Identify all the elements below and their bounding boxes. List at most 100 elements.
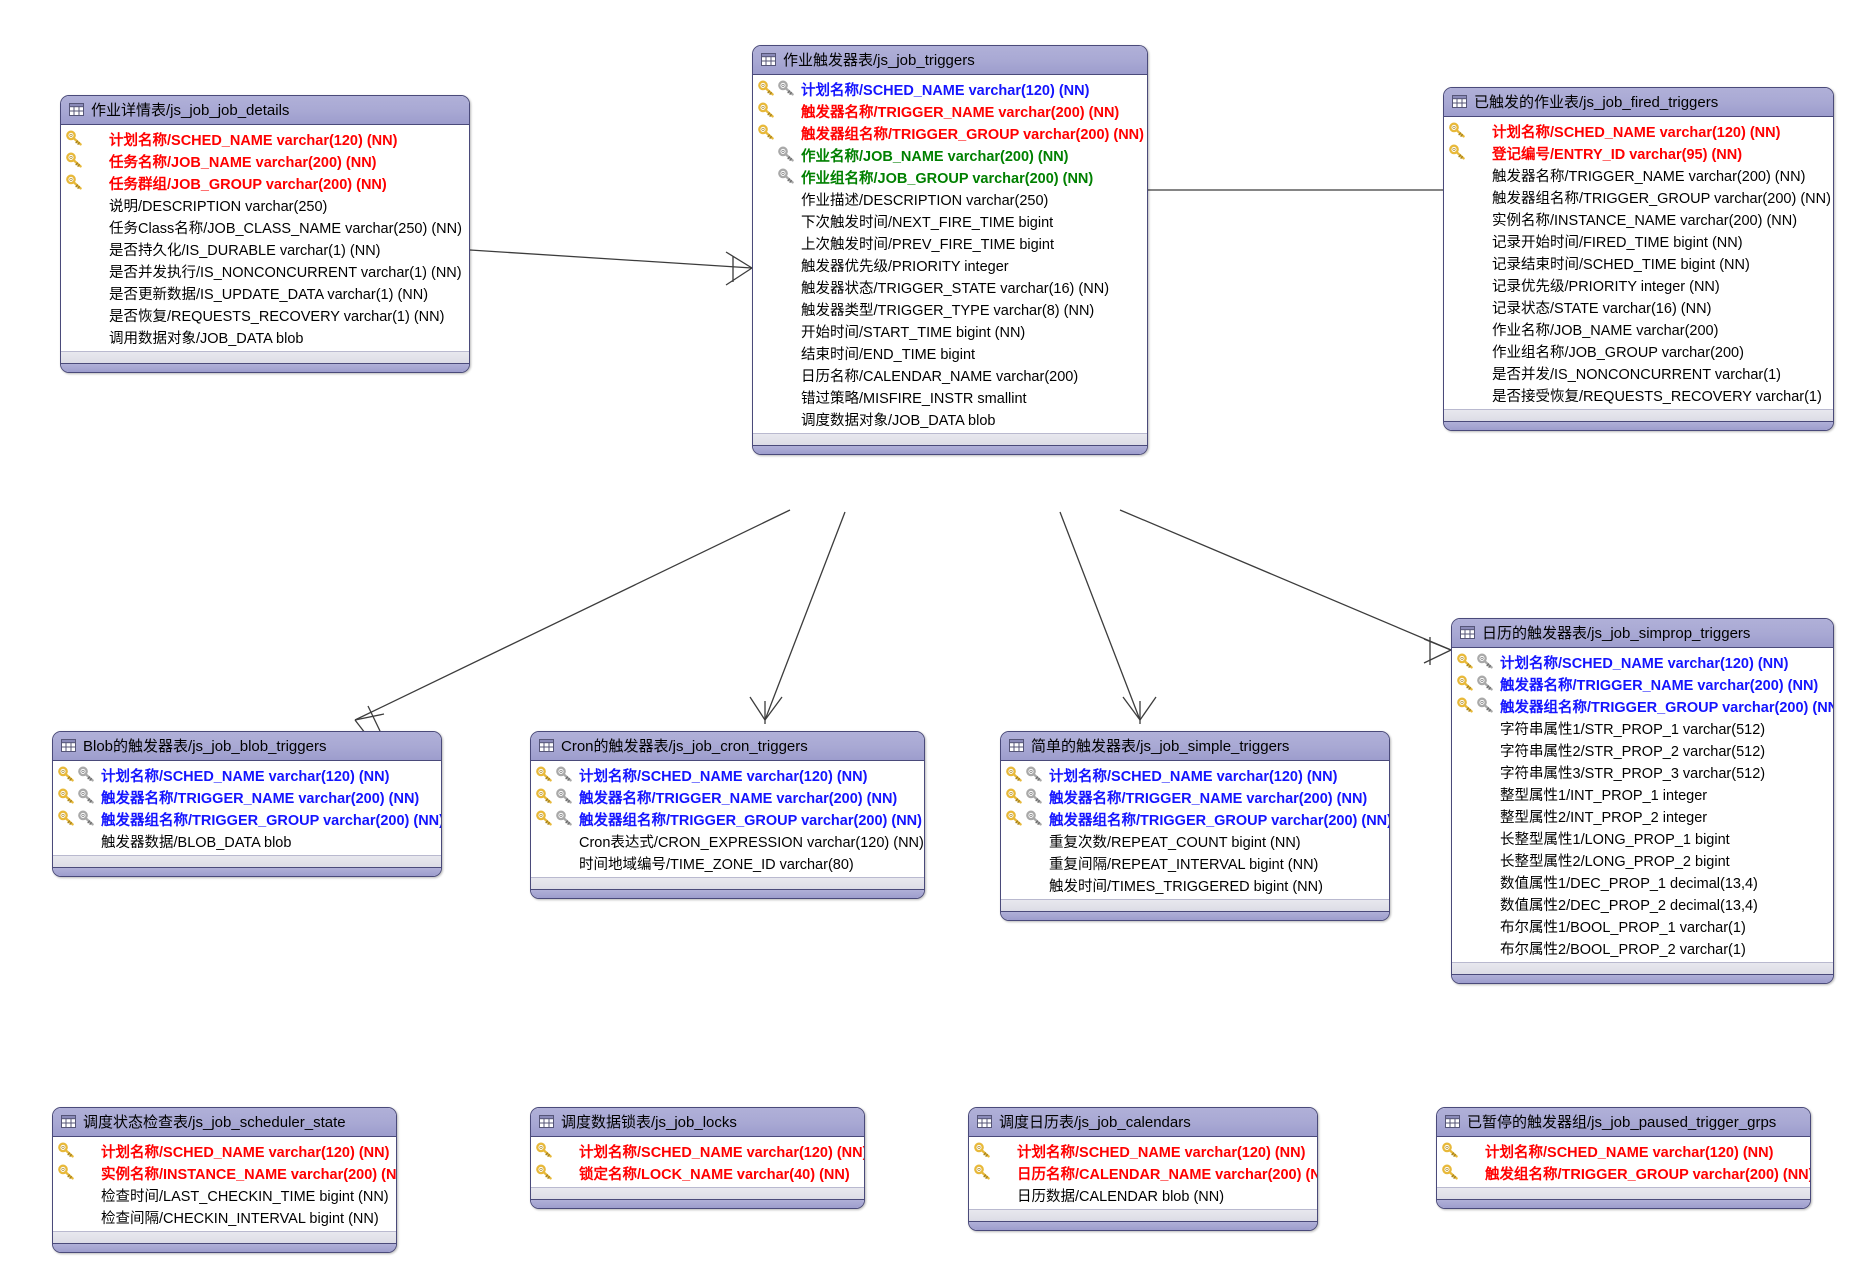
- attribute-row[interactable]: 布尔属性1/BOOL_PROP_1 varchar(1): [1452, 915, 1833, 937]
- attribute-row[interactable]: 是否持久化/IS_DURABLE varchar(1) (NN): [61, 238, 469, 260]
- entity-header-job_scheduler_state[interactable]: 调度状态检查表/js_job_scheduler_state: [53, 1108, 396, 1137]
- attribute-row[interactable]: 触发器名称/TRIGGER_NAME varchar(200) (NN): [1444, 164, 1833, 186]
- attribute-row[interactable]: 长整型属性2/LONG_PROP_2 bigint: [1452, 849, 1833, 871]
- attribute-row[interactable]: 作业名称/JOB_NAME varchar(200): [1444, 318, 1833, 340]
- attribute-row[interactable]: 计划名称/SCHED_NAME varchar(120) (NN): [531, 764, 924, 786]
- attribute-row[interactable]: 下次触发时间/NEXT_FIRE_TIME bigint: [753, 210, 1147, 232]
- entity-job_blob_triggers[interactable]: Blob的触发器表/js_job_blob_triggers 计划名称/SCHED…: [52, 731, 442, 877]
- attribute-row[interactable]: 计划名称/SCHED_NAME varchar(120) (NN): [61, 128, 469, 150]
- attribute-row[interactable]: 触发组名称/TRIGGER_GROUP varchar(200) (NN): [1437, 1162, 1810, 1184]
- entity-header-job_simple_triggers[interactable]: 简单的触发器表/js_job_simple_triggers: [1001, 732, 1389, 761]
- attribute-row[interactable]: 实例名称/INSTANCE_NAME varchar(200) (NN): [53, 1162, 396, 1184]
- attribute-row[interactable]: 检查时间/LAST_CHECKIN_TIME bigint (NN): [53, 1184, 396, 1206]
- attribute-row[interactable]: 日历名称/CALENDAR_NAME varchar(200) (NN): [969, 1162, 1317, 1184]
- attribute-row[interactable]: 检查间隔/CHECKIN_INTERVAL bigint (NN): [53, 1206, 396, 1228]
- attribute-row[interactable]: 计划名称/SCHED_NAME varchar(120) (NN): [1001, 764, 1389, 786]
- attribute-row[interactable]: 作业名称/JOB_NAME varchar(200) (NN): [753, 144, 1147, 166]
- attribute-row[interactable]: 计划名称/SCHED_NAME varchar(120) (NN): [53, 1140, 396, 1162]
- attribute-row[interactable]: 上次触发时间/PREV_FIRE_TIME bigint: [753, 232, 1147, 254]
- attribute-row[interactable]: 记录状态/STATE varchar(16) (NN): [1444, 296, 1833, 318]
- attribute-row[interactable]: 开始时间/START_TIME bigint (NN): [753, 320, 1147, 342]
- entity-job_cron_triggers[interactable]: Cron的触发器表/js_job_cron_triggers 计划名称/SCHED…: [530, 731, 925, 899]
- attribute-row[interactable]: 计划名称/SCHED_NAME varchar(120) (NN): [753, 78, 1147, 100]
- entity-header-job_fired_triggers[interactable]: 已触发的作业表/js_job_fired_triggers: [1444, 88, 1833, 117]
- attribute-row[interactable]: 触发器名称/TRIGGER_NAME varchar(200) (NN): [53, 786, 441, 808]
- attribute-row[interactable]: 触发器状态/TRIGGER_STATE varchar(16) (NN): [753, 276, 1147, 298]
- attribute-row[interactable]: 触发器名称/TRIGGER_NAME varchar(200) (NN): [1001, 786, 1389, 808]
- attribute-row[interactable]: 触发器名称/TRIGGER_NAME varchar(200) (NN): [1452, 673, 1833, 695]
- entity-job_simple_triggers[interactable]: 简单的触发器表/js_job_simple_triggers 计划名称/SCHED…: [1000, 731, 1390, 921]
- entity-job_triggers[interactable]: 作业触发器表/js_job_triggers 计划名称/SCHED_NAME va…: [752, 45, 1148, 455]
- attribute-row[interactable]: 日历数据/CALENDAR blob (NN): [969, 1184, 1317, 1206]
- entity-header-job_blob_triggers[interactable]: Blob的触发器表/js_job_blob_triggers: [53, 732, 441, 761]
- attribute-row[interactable]: 布尔属性2/BOOL_PROP_2 varchar(1): [1452, 937, 1833, 959]
- attribute-row[interactable]: 调度数据对象/JOB_DATA blob: [753, 408, 1147, 430]
- attribute-row[interactable]: 是否更新数据/IS_UPDATE_DATA varchar(1) (NN): [61, 282, 469, 304]
- entity-header-job_triggers[interactable]: 作业触发器表/js_job_triggers: [753, 46, 1147, 75]
- attribute-row[interactable]: 触发时间/TIMES_TRIGGERED bigint (NN): [1001, 874, 1389, 896]
- attribute-row[interactable]: 计划名称/SCHED_NAME varchar(120) (NN): [531, 1140, 864, 1162]
- entity-job_calendars[interactable]: 调度日历表/js_job_calendars 计划名称/SCHED_NAME va…: [968, 1107, 1318, 1231]
- attribute-row[interactable]: 作业组名称/JOB_GROUP varchar(200): [1444, 340, 1833, 362]
- entity-job_scheduler_state[interactable]: 调度状态检查表/js_job_scheduler_state 计划名称/SCHED…: [52, 1107, 397, 1253]
- attribute-row[interactable]: 长整型属性1/LONG_PROP_1 bigint: [1452, 827, 1833, 849]
- attribute-row[interactable]: 任务Class名称/JOB_CLASS_NAME varchar(250) (N…: [61, 216, 469, 238]
- entity-header-job_locks[interactable]: 调度数据锁表/js_job_locks: [531, 1108, 864, 1137]
- attribute-row[interactable]: 数值属性2/DEC_PROP_2 decimal(13,4): [1452, 893, 1833, 915]
- attribute-row[interactable]: 触发器名称/TRIGGER_NAME varchar(200) (NN): [531, 786, 924, 808]
- attribute-row[interactable]: 任务群组/JOB_GROUP varchar(200) (NN): [61, 172, 469, 194]
- entity-header-job_cron_triggers[interactable]: Cron的触发器表/js_job_cron_triggers: [531, 732, 924, 761]
- attribute-row[interactable]: 错过策略/MISFIRE_INSTR smallint: [753, 386, 1147, 408]
- attribute-row[interactable]: 触发器优先级/PRIORITY integer: [753, 254, 1147, 276]
- attribute-row[interactable]: 结束时间/END_TIME bigint: [753, 342, 1147, 364]
- entity-header-job_job_details[interactable]: 作业详情表/js_job_job_details: [61, 96, 469, 125]
- attribute-row[interactable]: 整型属性1/INT_PROP_1 integer: [1452, 783, 1833, 805]
- attribute-row[interactable]: Cron表达式/CRON_EXPRESSION varchar(120) (NN…: [531, 830, 924, 852]
- attribute-row[interactable]: 调用数据对象/JOB_DATA blob: [61, 326, 469, 348]
- attribute-row[interactable]: 字符串属性2/STR_PROP_2 varchar(512): [1452, 739, 1833, 761]
- attribute-row[interactable]: 记录开始时间/FIRED_TIME bigint (NN): [1444, 230, 1833, 252]
- entity-header-job_simprop_triggers[interactable]: 日历的触发器表/js_job_simprop_triggers: [1452, 619, 1833, 648]
- attribute-row[interactable]: 计划名称/SCHED_NAME varchar(120) (NN): [1444, 120, 1833, 142]
- attribute-row[interactable]: 时间地域编号/TIME_ZONE_ID varchar(80): [531, 852, 924, 874]
- attribute-row[interactable]: 是否并发执行/IS_NONCONCURRENT varchar(1) (NN): [61, 260, 469, 282]
- attribute-row[interactable]: 触发器数据/BLOB_DATA blob: [53, 830, 441, 852]
- entity-job_job_details[interactable]: 作业详情表/js_job_job_details 计划名称/SCHED_NAME …: [60, 95, 470, 373]
- entity-job_locks[interactable]: 调度数据锁表/js_job_locks 计划名称/SCHED_NAME varch…: [530, 1107, 865, 1209]
- attribute-row[interactable]: 锁定名称/LOCK_NAME varchar(40) (NN): [531, 1162, 864, 1184]
- entity-header-job_calendars[interactable]: 调度日历表/js_job_calendars: [969, 1108, 1317, 1137]
- attribute-row[interactable]: 触发器类型/TRIGGER_TYPE varchar(8) (NN): [753, 298, 1147, 320]
- attribute-row[interactable]: 计划名称/SCHED_NAME varchar(120) (NN): [53, 764, 441, 786]
- attribute-row[interactable]: 是否并发/IS_NONCONCURRENT varchar(1): [1444, 362, 1833, 384]
- attribute-row[interactable]: 触发器组名称/TRIGGER_GROUP varchar(200) (NN): [1001, 808, 1389, 830]
- attribute-row[interactable]: 触发器组名称/TRIGGER_GROUP varchar(200) (NN): [1444, 186, 1833, 208]
- attribute-row[interactable]: 日历名称/CALENDAR_NAME varchar(200): [753, 364, 1147, 386]
- attribute-row[interactable]: 触发器组名称/TRIGGER_GROUP varchar(200) (NN): [753, 122, 1147, 144]
- attribute-row[interactable]: 实例名称/INSTANCE_NAME varchar(200) (NN): [1444, 208, 1833, 230]
- attribute-row[interactable]: 整型属性2/INT_PROP_2 integer: [1452, 805, 1833, 827]
- attribute-row[interactable]: 计划名称/SCHED_NAME varchar(120) (NN): [969, 1140, 1317, 1162]
- attribute-row[interactable]: 重复间隔/REPEAT_INTERVAL bigint (NN): [1001, 852, 1389, 874]
- entity-job_paused_trigger_grps[interactable]: 已暂停的触发器组/js_job_paused_trigger_grps 计划名称/…: [1436, 1107, 1811, 1209]
- attribute-row[interactable]: 触发器名称/TRIGGER_NAME varchar(200) (NN): [753, 100, 1147, 122]
- attribute-row[interactable]: 字符串属性3/STR_PROP_3 varchar(512): [1452, 761, 1833, 783]
- entity-job_fired_triggers[interactable]: 已触发的作业表/js_job_fired_triggers 计划名称/SCHED_…: [1443, 87, 1834, 431]
- attribute-row[interactable]: 重复次数/REPEAT_COUNT bigint (NN): [1001, 830, 1389, 852]
- attribute-row[interactable]: 触发器组名称/TRIGGER_GROUP varchar(200) (NN): [1452, 695, 1833, 717]
- attribute-row[interactable]: 作业描述/DESCRIPTION varchar(250): [753, 188, 1147, 210]
- attribute-row[interactable]: 记录结束时间/SCHED_TIME bigint (NN): [1444, 252, 1833, 274]
- entity-header-job_paused_trigger_grps[interactable]: 已暂停的触发器组/js_job_paused_trigger_grps: [1437, 1108, 1810, 1137]
- attribute-row[interactable]: 是否恢复/REQUESTS_RECOVERY varchar(1) (NN): [61, 304, 469, 326]
- attribute-row[interactable]: 数值属性1/DEC_PROP_1 decimal(13,4): [1452, 871, 1833, 893]
- attribute-row[interactable]: 任务名称/JOB_NAME varchar(200) (NN): [61, 150, 469, 172]
- attribute-row[interactable]: 是否接受恢复/REQUESTS_RECOVERY varchar(1): [1444, 384, 1833, 406]
- attribute-row[interactable]: 触发器组名称/TRIGGER_GROUP varchar(200) (NN): [53, 808, 441, 830]
- attribute-row[interactable]: 登记编号/ENTRY_ID varchar(95) (NN): [1444, 142, 1833, 164]
- attribute-row[interactable]: 触发器组名称/TRIGGER_GROUP varchar(200) (NN): [531, 808, 924, 830]
- attribute-row[interactable]: 字符串属性1/STR_PROP_1 varchar(512): [1452, 717, 1833, 739]
- attribute-row[interactable]: 说明/DESCRIPTION varchar(250): [61, 194, 469, 216]
- attribute-row[interactable]: 记录优先级/PRIORITY integer (NN): [1444, 274, 1833, 296]
- attribute-row[interactable]: 计划名称/SCHED_NAME varchar(120) (NN): [1437, 1140, 1810, 1162]
- attribute-row[interactable]: 作业组名称/JOB_GROUP varchar(200) (NN): [753, 166, 1147, 188]
